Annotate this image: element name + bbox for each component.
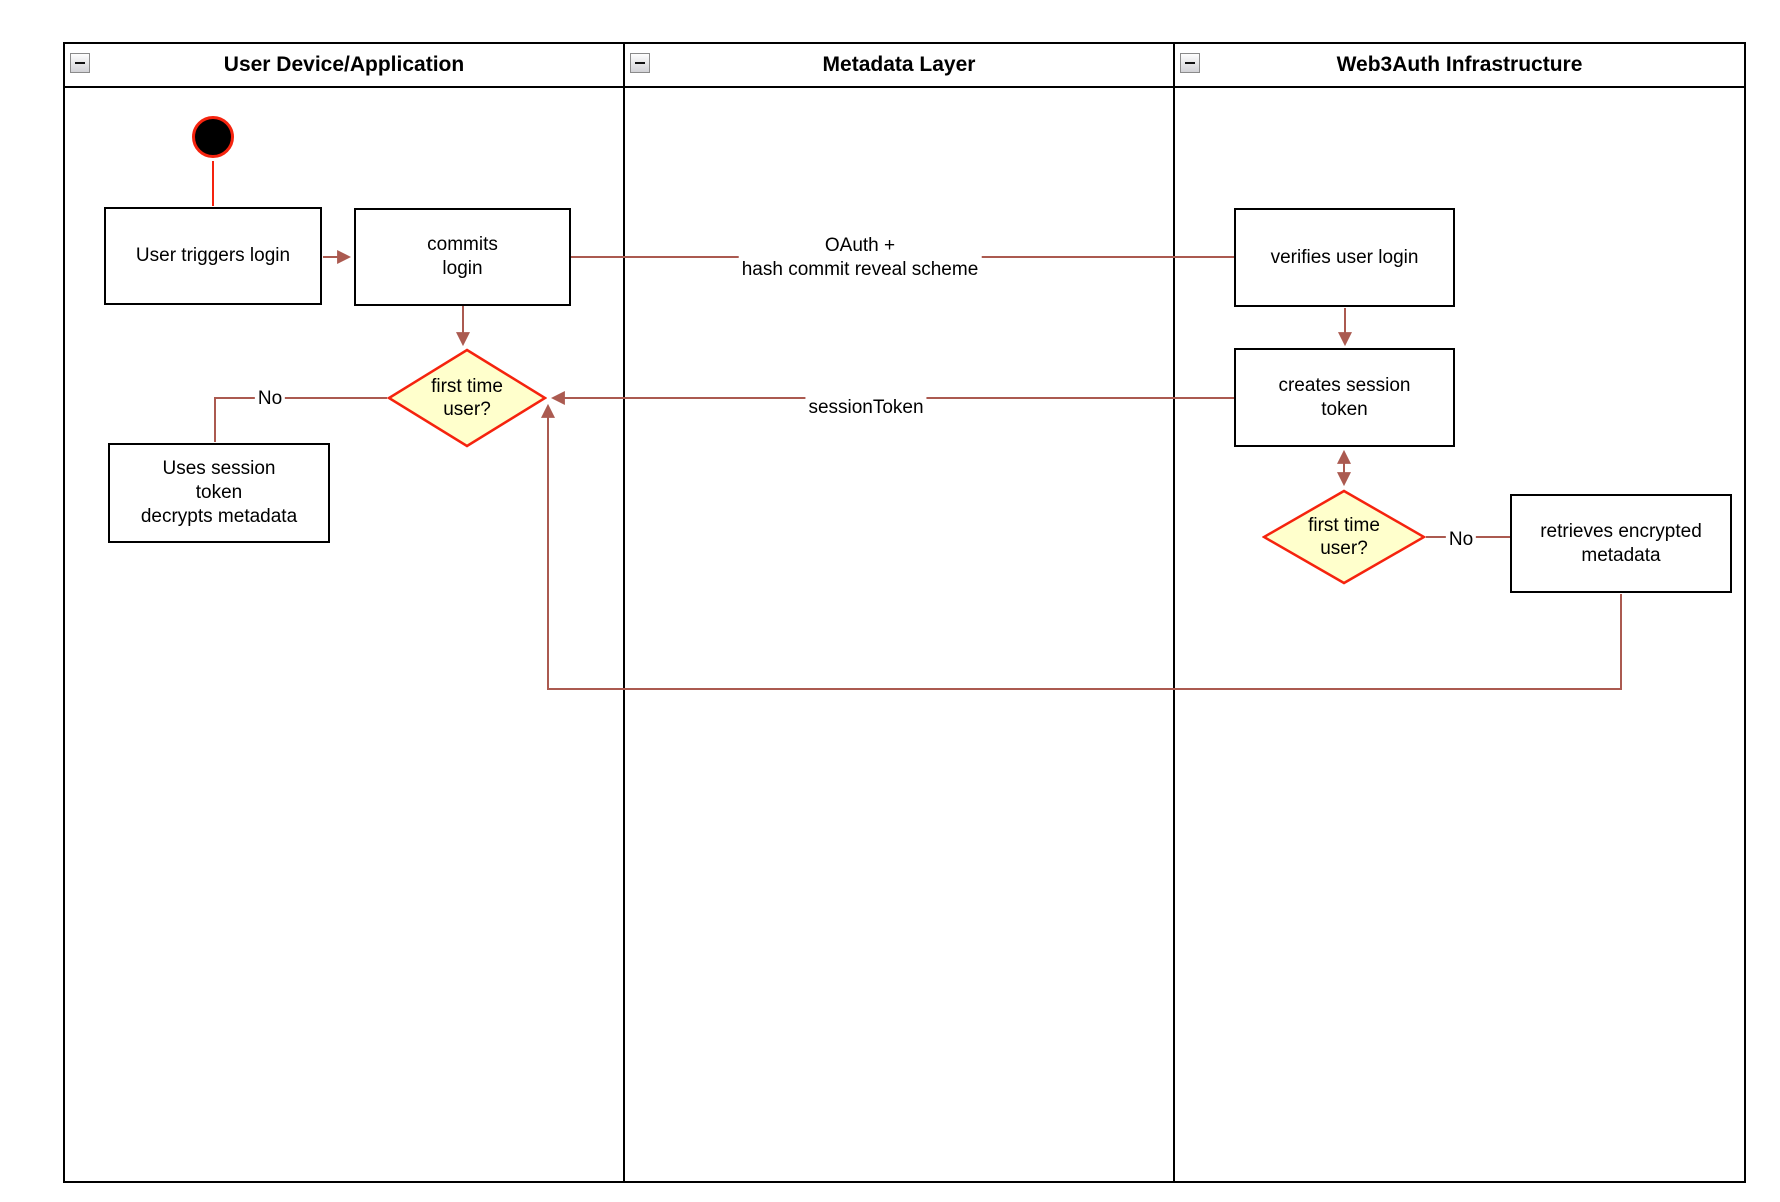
node-uses-session-token: Uses session token decrypts metadata: [108, 443, 330, 543]
edge-label-sessiontoken: sessionToken: [805, 395, 927, 421]
lane-header-user-device: User Device/Application: [65, 44, 623, 88]
minus-icon: [1185, 62, 1195, 64]
lane-title: Metadata Layer: [822, 53, 976, 76]
lane-title: Web3Auth Infrastructure: [1336, 53, 1583, 76]
node-label: retrieves encrypted metadata: [1540, 520, 1702, 566]
collapse-lane-button[interactable]: [1180, 53, 1200, 73]
node-commits-login: commits login: [354, 208, 571, 306]
node-retrieves-encrypted-metadata: retrieves encrypted metadata: [1510, 494, 1732, 593]
node-label: Uses session token decrypts metadata: [140, 458, 298, 527]
minus-icon: [635, 62, 645, 64]
edge-label-no-lane1: No: [254, 386, 286, 412]
lane-metadata-layer: Metadata Layer: [625, 44, 1175, 1181]
lane-header-metadata-layer: Metadata Layer: [625, 44, 1173, 88]
edge-label-oauth: OAuth + hash commit reveal scheme: [738, 233, 982, 283]
node-label: User triggers login: [135, 245, 291, 266]
node-label: verifies user login: [1270, 246, 1419, 268]
minus-icon: [75, 62, 85, 64]
decision-diamond-shape: [387, 348, 547, 448]
lane-header-web3auth: Web3Auth Infrastructure: [1175, 44, 1744, 88]
collapse-lane-button[interactable]: [630, 53, 650, 73]
decision-first-time-user-lane3: first time user?: [1262, 489, 1426, 585]
decision-first-time-user-lane1: first time user?: [387, 348, 547, 448]
lane-web3auth-infrastructure: Web3Auth Infrastructure: [1175, 44, 1744, 1181]
node-label: creates session token: [1278, 374, 1411, 420]
decision-diamond-shape: [1262, 489, 1426, 585]
decision-label: first time user?: [1308, 515, 1380, 559]
node-user-triggers-login: User triggers login: [104, 207, 322, 305]
lane-title: User Device/Application: [223, 53, 465, 76]
decision-label: first time user?: [431, 376, 503, 420]
node-verifies-user-login: verifies user login: [1234, 208, 1455, 307]
node-label: commits login: [427, 234, 498, 279]
edge-label-no-lane3: No: [1445, 527, 1477, 553]
start-node: [192, 116, 234, 158]
collapse-lane-button[interactable]: [70, 53, 90, 73]
node-creates-session-token: creates session token: [1234, 348, 1455, 447]
